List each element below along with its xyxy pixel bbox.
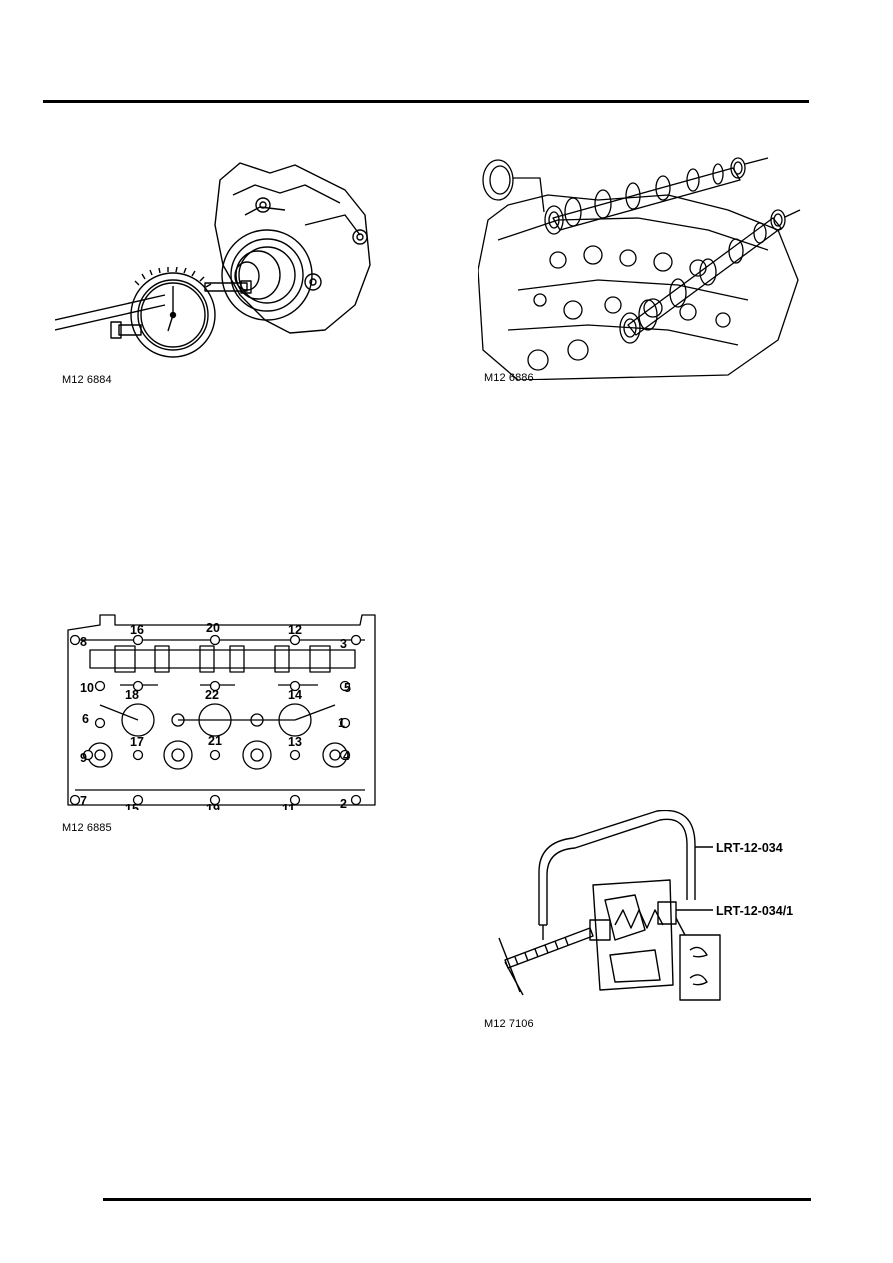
bolt-number: 19: [206, 802, 220, 810]
bolt-number: 12: [288, 623, 302, 637]
cylinder-head-icon: 1 2 3 4 5 6 7 8 9 10 11 12 13 14 15 16 1…: [67, 614, 376, 816]
figure-dial-gauge: [54, 155, 385, 370]
bolt-number: 8: [80, 635, 87, 649]
figure-spring-compressor: LRT-12-034 LRT-12-034/1: [495, 809, 815, 1010]
bolt-number: 15: [125, 802, 139, 810]
bolt-number: 20: [206, 621, 220, 635]
header-rule: [43, 100, 809, 103]
bolt-number: 22: [205, 688, 219, 702]
figure-bolt-sequence: 1 2 3 4 5 6 7 8 9 10 11 12 13 14 15 16 1…: [60, 610, 380, 816]
bolt-number: 1: [338, 716, 345, 730]
bolt-number: 11: [282, 802, 295, 810]
footer-rule: [103, 1198, 811, 1201]
tool-label: LRT-12-034: [716, 841, 783, 855]
bolt-number: 10: [80, 681, 94, 695]
figure-caption: M12 6884: [62, 374, 112, 386]
dial-gauge-icon: [54, 162, 371, 358]
bolt-number: 6: [82, 712, 89, 726]
camshaft-icon: [477, 157, 801, 381]
bolt-number: 14: [288, 688, 302, 702]
bolt-number: 13: [288, 735, 302, 749]
bolt-number: 5: [344, 681, 351, 695]
bolt-number: 16: [130, 623, 144, 637]
bolt-number: 2: [340, 797, 347, 810]
bolt-number: 7: [80, 794, 87, 808]
bolt-number: 4: [343, 749, 350, 763]
compressor-icon: LRT-12-034 LRT-12-034/1: [498, 809, 793, 1001]
figure-caption: M12 6886: [484, 372, 534, 384]
bolt-number: 18: [125, 688, 139, 702]
bolt-number: 3: [340, 637, 347, 651]
figure-caption: M12 6885: [62, 822, 112, 834]
figure-camshaft-install: [477, 150, 813, 381]
figure-caption: M12 7106: [484, 1018, 534, 1030]
bolt-number: 21: [208, 734, 222, 748]
tool-label: LRT-12-034/1: [716, 904, 793, 918]
bolt-number: 9: [80, 751, 87, 765]
bolt-number: 17: [130, 735, 144, 749]
